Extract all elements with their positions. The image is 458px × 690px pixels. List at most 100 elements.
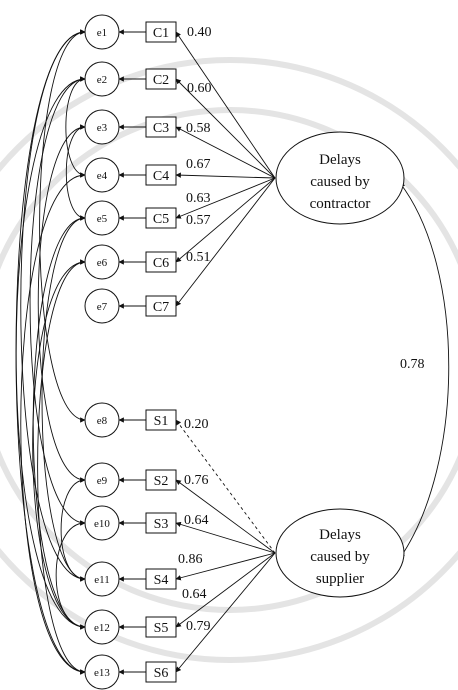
indicator-label: S4 (154, 573, 169, 588)
loading-arrow-C3 (175, 126, 276, 179)
loading-arrow-C1 (175, 31, 276, 179)
error-covariance-arrow (32, 259, 86, 630)
error-label: e12 (94, 622, 110, 634)
factor-correlation-label: 0.78 (400, 357, 425, 372)
error-label: e1 (97, 27, 107, 39)
loading-arrow-S6 (175, 552, 276, 673)
loading-label: 0.20 (184, 417, 209, 432)
indicator-C4 (145, 164, 177, 186)
error-label: e3 (97, 122, 108, 134)
loading-label: 0.67 (186, 157, 211, 172)
loading-arrow-S4 (175, 552, 276, 581)
factor-contractor (275, 131, 405, 225)
indicator-C6 (145, 251, 177, 273)
error-node-e11 (84, 561, 120, 597)
indicator-label: C3 (153, 121, 169, 136)
indicator-label: C7 (153, 300, 169, 315)
error-label: e6 (97, 257, 108, 269)
indicator-S5 (145, 616, 177, 638)
loading-label: 0.51 (186, 250, 211, 265)
factor-label: caused by (310, 549, 370, 565)
error-node-e3 (84, 109, 120, 145)
error-covariance-arrow (37, 259, 86, 675)
indicator-label: S2 (154, 474, 169, 489)
loading-label: 0.76 (184, 473, 209, 488)
error-label: e2 (97, 74, 107, 86)
error-covariance-arrow (60, 477, 86, 582)
loading-label: 0.60 (187, 81, 212, 96)
loading-arrow-S3 (175, 521, 276, 554)
loading-arrow-C2 (175, 78, 276, 179)
error-covariance-arrow (37, 124, 86, 483)
indicator-C5 (145, 207, 177, 229)
error-node-e13 (84, 654, 120, 690)
factor-label: Delays (319, 152, 361, 168)
error-covariance-arrow (55, 520, 86, 630)
indicator-label: C5 (153, 212, 169, 227)
loading-arrow-C4 (175, 172, 276, 179)
error-covariance-arrow (39, 29, 86, 423)
error-node-e2 (84, 61, 120, 97)
factor-supplier (275, 508, 405, 598)
error-covariance-arrow (65, 76, 86, 178)
indicator-label: S6 (154, 666, 169, 681)
indicator-C2 (145, 68, 177, 90)
loading-label: 0.86 (178, 552, 203, 567)
indicator-C1 (145, 21, 177, 43)
error-node-e4 (84, 157, 120, 193)
indicator-label: S3 (154, 517, 169, 532)
loading-arrow-S2 (175, 479, 276, 554)
indicator-C7 (145, 295, 177, 317)
indicator-S4 (145, 568, 177, 590)
loading-arrow-S1 (175, 419, 276, 554)
loading-arrow-C6 (175, 177, 276, 263)
error-label: e9 (97, 475, 108, 487)
loading-label: 0.40 (187, 25, 212, 40)
error-node-e9 (84, 462, 120, 498)
error-label: e5 (97, 213, 108, 225)
factor-label: caused by (310, 174, 370, 190)
loading-label: 0.79 (186, 619, 211, 634)
error-label: e8 (97, 415, 108, 427)
indicator-label: C4 (153, 169, 169, 184)
error-label: e13 (94, 667, 110, 679)
loading-arrow-C7 (175, 177, 276, 307)
error-node-e6 (84, 244, 120, 280)
error-node-e7 (84, 288, 120, 324)
indicator-S2 (145, 469, 177, 491)
loading-arrow-C5 (175, 177, 276, 219)
error-node-e5 (84, 200, 120, 236)
indicator-S6 (145, 661, 177, 683)
loading-label: 0.58 (186, 121, 211, 136)
error-node-e12 (84, 609, 120, 645)
indicator-C3 (145, 116, 177, 138)
error-label: e7 (97, 301, 108, 313)
factor-label: contractor (310, 196, 371, 212)
error-node-e8 (84, 402, 120, 438)
indicator-label: C2 (153, 73, 169, 88)
indicator-label: S5 (154, 621, 169, 636)
loading-label: 0.64 (182, 587, 207, 602)
factor-label: Delays (319, 527, 361, 543)
loading-label: 0.57 (186, 213, 211, 228)
factor-correlation-arrow (399, 182, 450, 559)
indicator-label: C6 (153, 256, 169, 271)
error-covariance-arrow (20, 172, 86, 675)
error-node-e1 (84, 14, 120, 50)
factor-label: supplier (316, 571, 364, 587)
error-label: e4 (97, 170, 108, 182)
error-label: e10 (94, 518, 110, 530)
indicator-S3 (145, 512, 177, 534)
indicator-S1 (145, 409, 177, 431)
error-covariance-arrow (65, 124, 86, 221)
error-label: e11 (94, 574, 109, 586)
error-covariance-arrow (41, 215, 86, 582)
indicator-label: S1 (154, 414, 169, 429)
watermark-seal (0, 57, 458, 663)
loading-label: 0.64 (184, 513, 209, 528)
error-covariance-arrow (15, 76, 86, 630)
indicator-label: C1 (153, 26, 169, 41)
error-covariance-arrow (29, 76, 86, 526)
loading-label: 0.63 (186, 191, 211, 206)
